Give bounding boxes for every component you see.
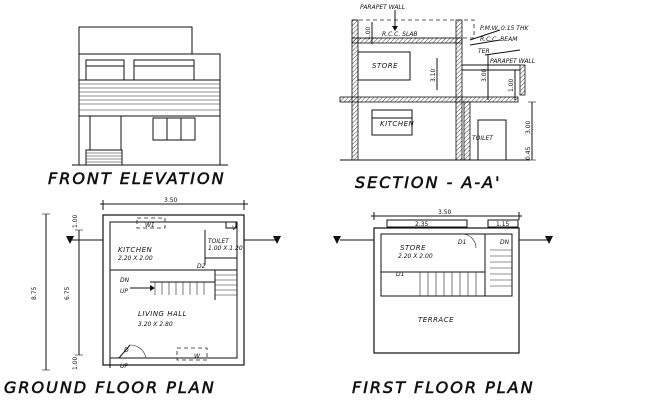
section-label-toilet: TOILET	[472, 135, 494, 142]
ground-mark-up-entry: UP	[120, 363, 128, 370]
ground-room-toilet-size: 1.00 X 1.20	[208, 245, 243, 252]
first-width-dim: 3.50	[438, 209, 452, 216]
section-title: SECTION - A-A'	[355, 173, 502, 192]
ground-mark-w1: W1	[145, 222, 155, 229]
section-label-store: STORE	[372, 62, 398, 70]
ground-room-toilet: TOILET	[208, 238, 230, 245]
section-label-parapet-right: PARAPET WALL	[490, 58, 535, 65]
ground-mark-up: UP	[120, 288, 128, 295]
ground-mark-dn: DN	[120, 277, 130, 284]
ground-left-dim-top: 1.00	[72, 214, 79, 228]
section-drawing	[339, 10, 536, 161]
first-room-store-size: 2.20 X 2.00	[398, 253, 433, 260]
first-dim-2: 1.15	[496, 221, 510, 228]
ground-mark-d2: D2	[197, 263, 206, 270]
ground-room-living: LIVING HALL	[138, 310, 187, 318]
first-mark-dn: DN	[500, 239, 510, 246]
ground-left-dim-overall: 8.75	[31, 286, 38, 300]
section-label-parapet-top: PARAPET WALL	[360, 4, 405, 11]
ground-mark-d: D	[124, 347, 129, 354]
first-room-store: STORE	[400, 244, 426, 252]
section-label-rcc-beam: R.C.C. BEAM	[480, 36, 518, 43]
ground-width-dim: 3.50	[164, 197, 178, 204]
section-dim-2: 3.10	[430, 68, 437, 82]
ground-mark-w: W	[194, 353, 201, 360]
section-label-pmw: P.M.W. 0.15 THK	[480, 25, 529, 32]
ground-mark-v: V	[232, 225, 237, 232]
section-label-kitchen: KITCHEN	[380, 120, 415, 128]
ground-room-kitchen: KITCHEN	[118, 246, 153, 254]
section-dim-3: 3.00	[481, 68, 488, 82]
first-room-terrace: TERRACE	[418, 316, 454, 324]
section-dim-1: 1.00	[365, 26, 372, 40]
ground-left-dim-inner: 6.75	[64, 286, 71, 300]
first-dim-1: 2.35	[415, 221, 429, 228]
section-label-ter: TER	[478, 48, 490, 55]
first-mark-d1a: D1	[458, 239, 466, 246]
ground-floor-title: GROUND FLOOR PLAN	[4, 378, 216, 397]
front-elevation-title: FRONT ELEVATION	[48, 169, 226, 188]
front-elevation-drawing	[72, 26, 228, 166]
first-mark-d1b: D1	[396, 271, 404, 278]
ground-room-kitchen-size: 2.20 X 2.00	[118, 255, 153, 262]
section-dim-4: 1.00	[508, 78, 515, 92]
first-floor-title: FIRST FLOOR PLAN	[352, 378, 535, 397]
section-label-rcc-slab: R.C.C. SLAB	[382, 31, 418, 38]
ground-room-living-size: 3.20 X 2.80	[138, 321, 173, 328]
ground-floor-drawing	[42, 200, 281, 371]
ground-left-dim-bottom: 1.00	[72, 356, 79, 370]
first-floor-drawing	[333, 212, 553, 354]
section-dim-6: 0.45	[525, 146, 532, 160]
section-dim-5: 3.00	[525, 120, 532, 134]
